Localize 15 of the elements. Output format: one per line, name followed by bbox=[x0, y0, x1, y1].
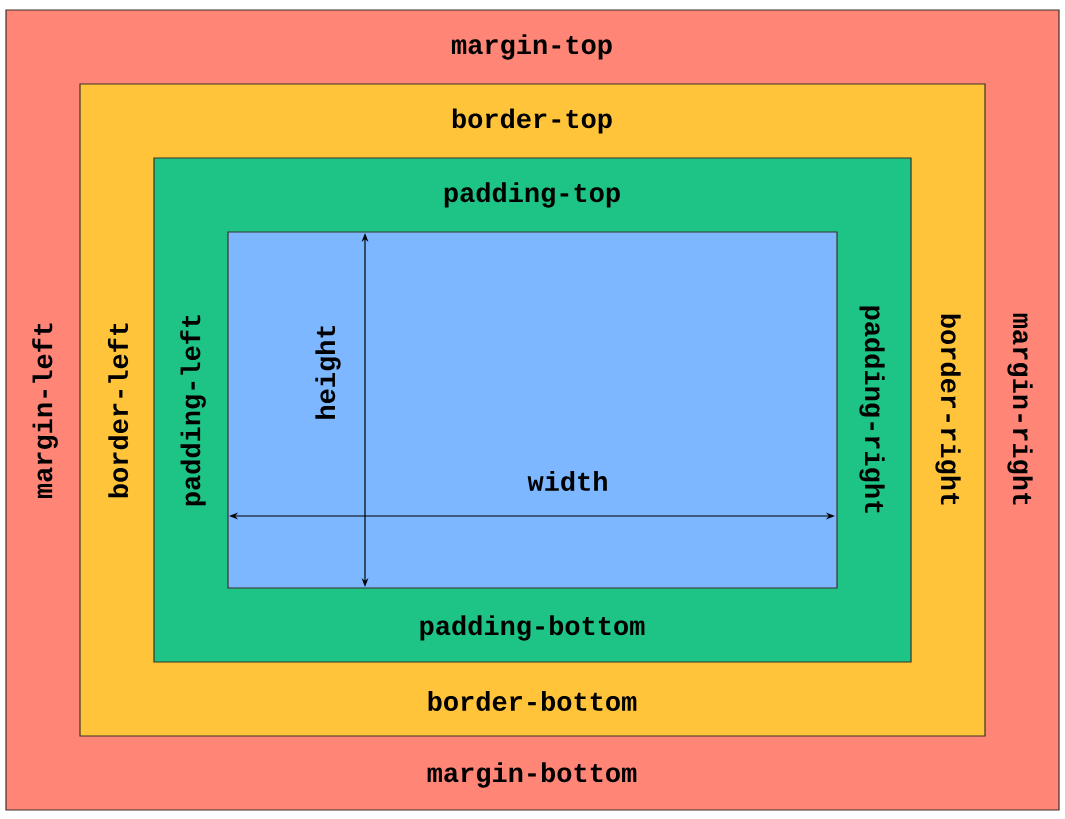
box-label: height bbox=[315, 325, 341, 419]
box-label: padding-top bbox=[444, 182, 620, 208]
box-label: padding-bottom bbox=[420, 615, 645, 641]
layer-box bbox=[227, 231, 838, 589]
box-label: border-top bbox=[452, 108, 612, 134]
box-label: border-right bbox=[935, 314, 961, 505]
box-label: width bbox=[527, 471, 607, 491]
box-label: padding-right bbox=[859, 306, 885, 513]
box-label: margin-bottom bbox=[427, 762, 637, 788]
box-label: border-left bbox=[107, 323, 129, 498]
box-label: margin-top bbox=[451, 34, 612, 60]
box-label: border-bottom bbox=[428, 691, 637, 711]
box-label: margin-right bbox=[1007, 313, 1033, 505]
box-label: margin-left bbox=[32, 323, 58, 499]
box-label: padding-left bbox=[180, 315, 206, 506]
